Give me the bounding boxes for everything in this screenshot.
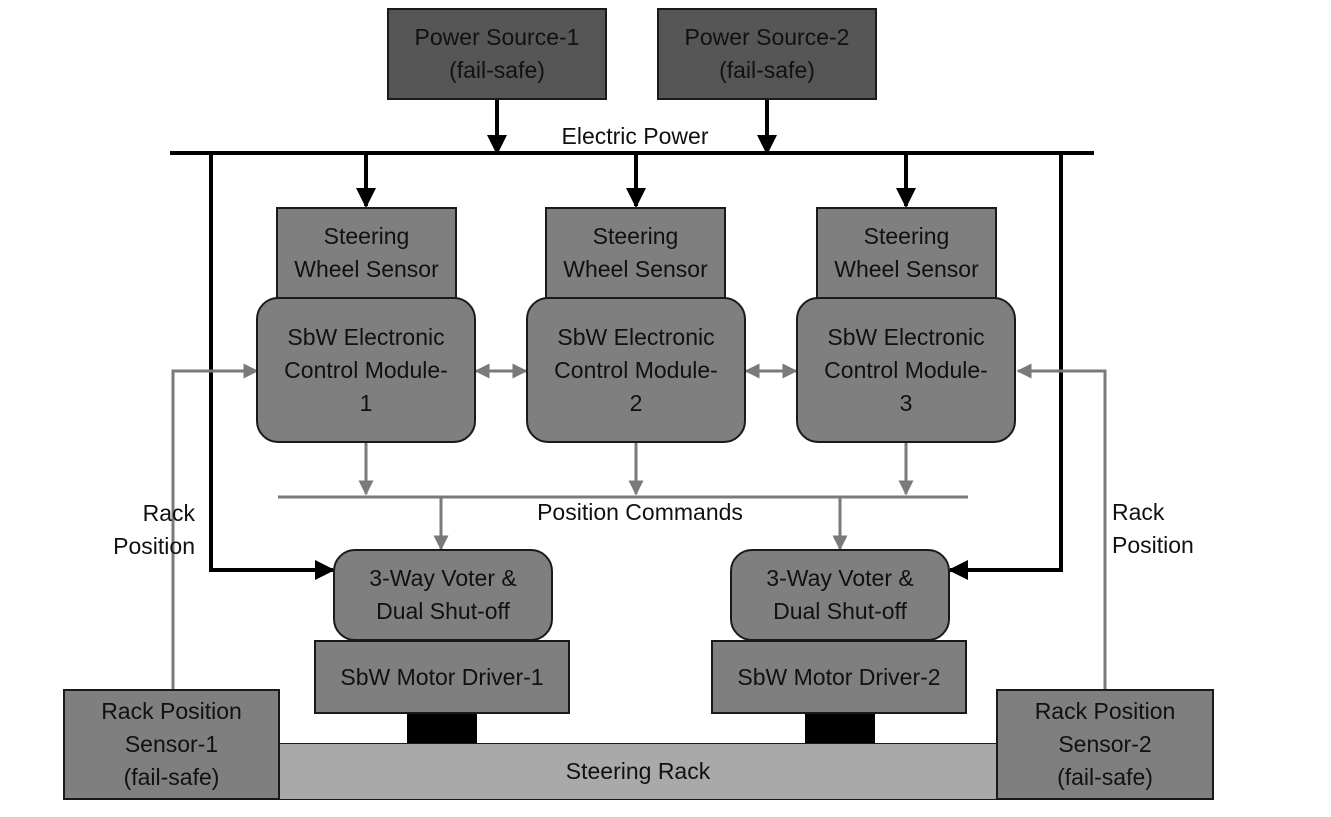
motor-driver-1-box: SbW Motor Driver-1 xyxy=(314,640,570,714)
electric-power-bus xyxy=(170,100,1094,580)
motor-2-connector xyxy=(805,714,875,745)
motor-1-connector xyxy=(407,714,477,745)
voter-1-box: 3-Way Voter &Dual Shut-off xyxy=(333,549,553,641)
power-source-1-box: Power Source-1(fail-safe) xyxy=(387,8,607,100)
electric-power-label: Electric Power xyxy=(561,123,709,149)
position-commands-label: Position Commands xyxy=(537,499,743,525)
motor-driver-2-box: SbW Motor Driver-2 xyxy=(711,640,967,714)
steering-rack-bar: Steering Rack xyxy=(274,743,1002,800)
power-source-2-box: Power Source-2(fail-safe) xyxy=(657,8,877,100)
signal-lines xyxy=(171,363,1107,690)
voter-2-box: 3-Way Voter &Dual Shut-off xyxy=(730,549,950,641)
